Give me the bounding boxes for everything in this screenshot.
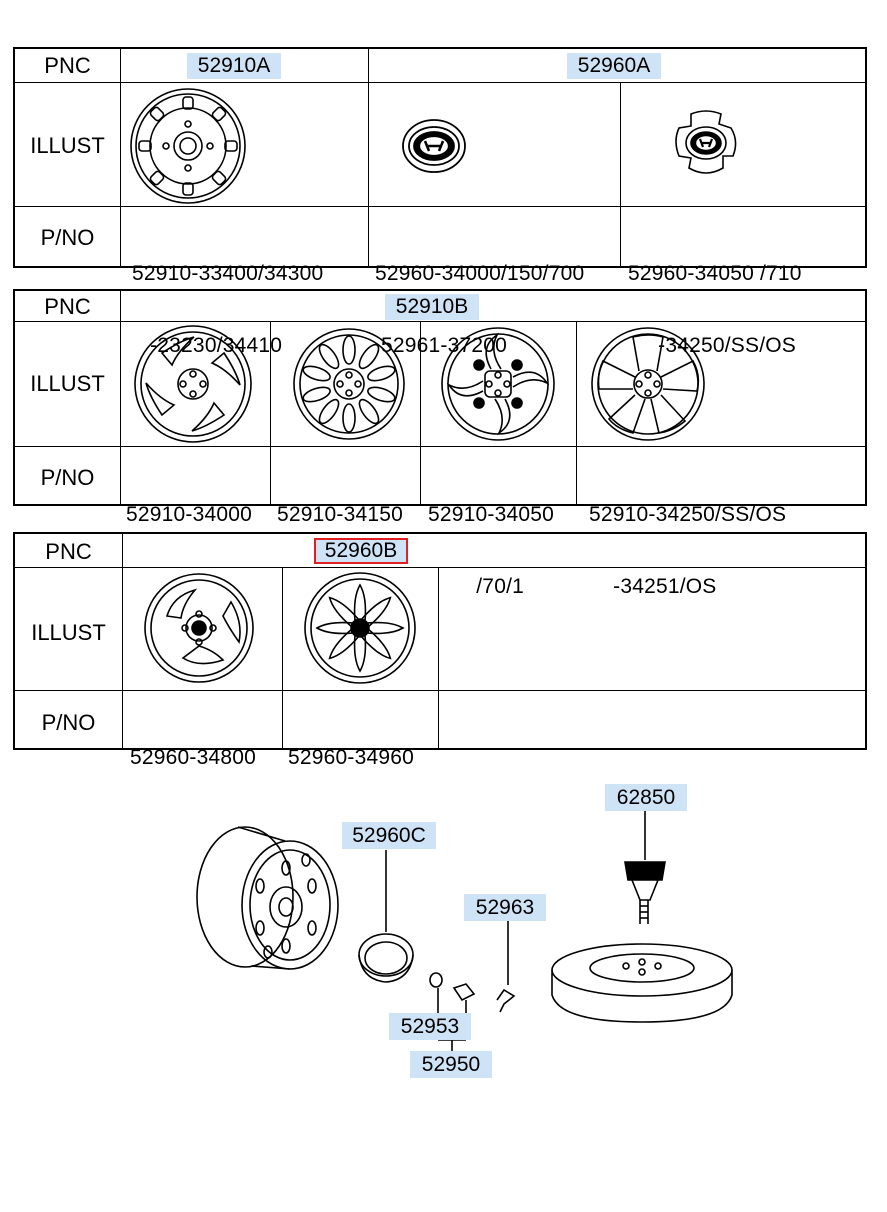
spare-tire-drawing [551,943,733,1023]
row-label-illust: ILLUST [30,371,105,396]
part-number[interactable]: 52910-34050 /70/1 [428,503,554,598]
alloy-wheel-turbine-icon [441,327,555,441]
callout-label[interactable]: 52953 [389,1013,471,1040]
part-number[interactable]: 52960-34050 /710 -34250/SS/OS [628,262,802,357]
callout-label[interactable]: 52960C [342,822,436,849]
row-label-illust: ILLUST [30,133,105,158]
alloy-wheel-swirl-icon [134,325,252,443]
part-number[interactable]: 52910-34000 [126,503,252,526]
steel-wheel-drawing [196,826,339,970]
pnc-code[interactable]: 52960A [567,53,661,79]
valve-drawing [429,972,516,1013]
row-label-illust: ILLUST [31,620,106,645]
row-label-pno: P/NO [40,465,95,490]
row-label-pnc: PNC [44,294,91,319]
parts-table-1: PNC ILLUST P/NO 52910A 52960A [13,47,867,357]
alloy-wheel-spoke-icon [293,328,405,440]
hub-cap-drawing [358,933,414,983]
parts-table-3: PNC ILLUST P/NO 52960B 52960-348 [13,532,867,769]
part-number[interactable]: 52910-34250/SS/OS -34251/OS [589,503,787,598]
jack-drawing [624,861,666,924]
pnc-code[interactable]: 52910B [385,294,479,320]
part-number[interactable]: 52960-34800 [130,746,256,769]
row-label-pnc: PNC [44,53,91,78]
steel-wheel-icon [130,88,246,204]
part-number[interactable]: 52910-34150 [277,503,403,526]
row-label-pno: P/NO [40,225,95,250]
wheel-cover-petal-icon [304,572,416,684]
callout-label[interactable]: 62850 [605,784,687,811]
center-cap-icon [675,110,737,174]
parts-table-2: PNC ILLUST P/NO 52910B [13,289,867,598]
wheel-cover-slot-icon [144,573,254,683]
callout-label[interactable]: 52950 [410,1051,492,1078]
row-label-pno: P/NO [41,710,96,735]
part-number[interactable]: 52910-33400/34300 -23230/34410 [132,262,324,357]
pnc-code-selected[interactable]: 52960B [314,538,408,564]
callout-label[interactable]: 52963 [464,894,546,921]
part-number[interactable]: 52960-34960 [288,746,414,769]
alloy-wheel-five-spoke-icon [591,327,705,441]
hubcap-oval-icon [402,119,466,173]
pnc-code[interactable]: 52910A [187,53,281,79]
row-label-pnc: PNC [45,539,92,564]
